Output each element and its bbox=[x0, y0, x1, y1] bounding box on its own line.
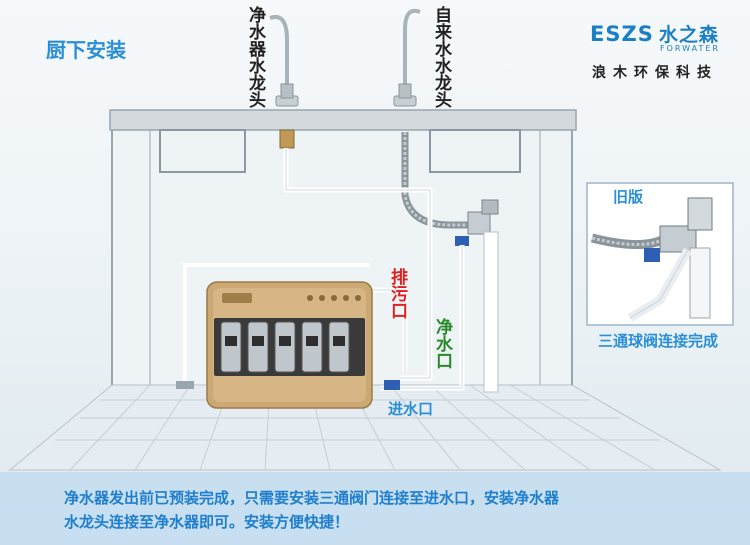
tee-valve bbox=[455, 199, 499, 246]
purifier-unit bbox=[206, 281, 373, 409]
company-slogan: 浪木环保科技 bbox=[592, 65, 718, 81]
floor-grid bbox=[55, 384, 660, 471]
logo-name-en: FORWATER bbox=[660, 44, 720, 53]
purifier-faucet-label: 净水器水龙头 bbox=[245, 6, 265, 108]
sink-left bbox=[159, 129, 246, 173]
footer-line-1: 净水器发出前已预装完成，只需要安装三通阀门连接至进水口，安装净水器 bbox=[64, 489, 560, 507]
floor bbox=[8, 384, 722, 471]
page-title: 厨下安装 bbox=[46, 38, 126, 62]
valve-done-label: 三通球阀连接完成 bbox=[598, 332, 719, 350]
sink-right bbox=[429, 129, 521, 173]
logo-brand: ESZS bbox=[590, 22, 654, 46]
footer-line-2: 水龙头连接至净水器即可。安装方便快捷！ bbox=[64, 513, 350, 531]
footer-text: 净水器发出前已预装完成，只需要安装三通阀门连接至进水口，安装净水器 水龙头连接至… bbox=[64, 486, 704, 534]
countertop bbox=[109, 109, 577, 131]
tap-faucet-label: 自来水水龙头 bbox=[431, 6, 451, 108]
logo: ESZS 水之森 FORWATER bbox=[590, 20, 720, 53]
drain-port-label: 排污口 bbox=[387, 268, 407, 319]
logo-name-cn: 水之森 bbox=[658, 24, 719, 46]
clean-port-label: 净水口 bbox=[432, 318, 452, 369]
purifier-faucet bbox=[269, 15, 299, 149]
footer-band bbox=[0, 472, 750, 545]
main-pipe bbox=[483, 231, 499, 393]
tap-faucet bbox=[393, 8, 421, 107]
inlet-port-label: 进水口 bbox=[388, 400, 434, 418]
old-version-inset bbox=[586, 182, 734, 326]
old-version-label: 旧版 bbox=[613, 188, 644, 206]
